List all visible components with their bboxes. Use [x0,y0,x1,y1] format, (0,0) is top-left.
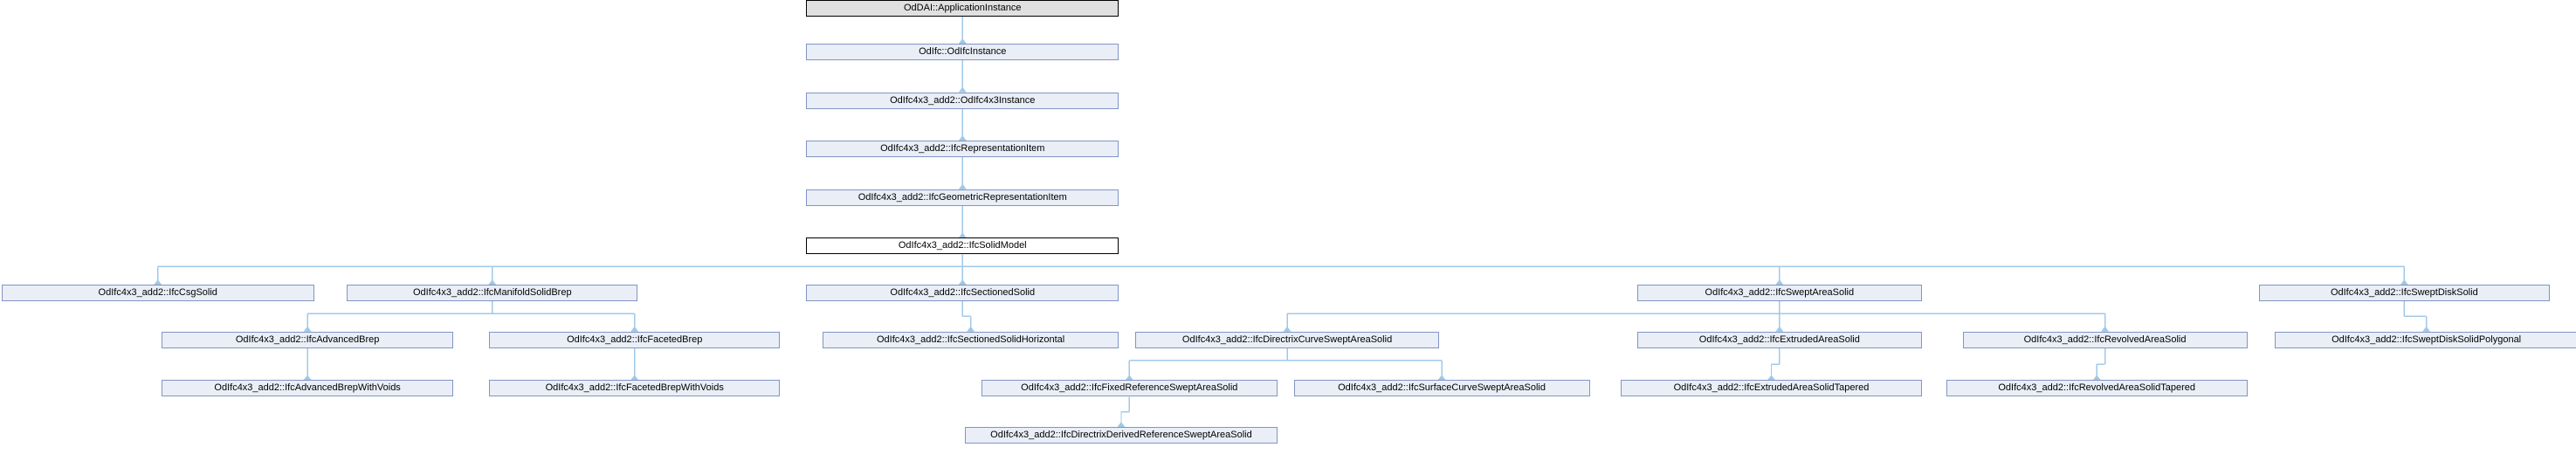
class-node-OdIfcInstance[interactable]: OdIfc::OdIfcInstance [806,44,1119,61]
class-node-IfcFacetedBrepWithVoids[interactable]: OdIfc4x3_add2::IfcFacetedBrepWithVoids [489,380,781,397]
class-node-IfcSolidModel[interactable]: OdIfc4x3_add2::IfcSolidModel [806,237,1119,255]
class-node-IfcManifoldSolidBrep[interactable]: OdIfc4x3_add2::IfcManifoldSolidBrep [347,285,638,302]
class-node-IfcExtrudedAreaSolid[interactable]: OdIfc4x3_add2::IfcExtrudedAreaSolid [1636,331,1922,348]
class-node-IfcSweptDiskSolidPolygonal[interactable]: OdIfc4x3_add2::IfcSweptDiskSolidPolygona… [2275,331,2576,348]
class-node-ApplicationInstance[interactable]: OdDAI::ApplicationInstance [806,0,1119,17]
class-node-IfcAdvancedBrep[interactable]: OdIfc4x3_add2::IfcAdvancedBrep [162,331,453,348]
class-node-IfcSectionedSolidHorizontal[interactable]: OdIfc4x3_add2::IfcSectionedSolidHorizont… [823,331,1119,348]
class-node-IfcFacetedBrep[interactable]: OdIfc4x3_add2::IfcFacetedBrep [489,331,781,348]
class-node-IfcSweptDiskSolid[interactable]: OdIfc4x3_add2::IfcSweptDiskSolid [2258,285,2551,302]
class-node-IfcSectionedSolid[interactable]: OdIfc4x3_add2::IfcSectionedSolid [806,285,1119,302]
class-node-IfcRevolvedAreaSolidTapered[interactable]: OdIfc4x3_add2::IfcRevolvedAreaSolidTaper… [1946,380,2248,397]
class-node-IfcCsgSolid[interactable]: OdIfc4x3_add2::IfcCsgSolid [1,285,314,302]
class-node-IfcFixedReferenceSweptAreaSolid[interactable]: OdIfc4x3_add2::IfcFixedReferenceSweptAre… [981,380,1278,397]
class-node-IfcSurfaceCurveSweptAreaSolid[interactable]: OdIfc4x3_add2::IfcSurfaceCurveSweptAreaS… [1293,380,1590,397]
class-node-IfcDirectrixDerivedReferenceSweptAreaSolid[interactable]: OdIfc4x3_add2::IfcDirectrixDerivedRefere… [965,427,1278,444]
class-node-IfcRevolvedAreaSolid[interactable]: OdIfc4x3_add2::IfcRevolvedAreaSolid [1962,331,2248,348]
class-node-OdIfc4x3Instance[interactable]: OdIfc4x3_add2::OdIfc4x3Instance [806,92,1119,109]
class-node-IfcDirectrixCurveSweptAreaSolid[interactable]: OdIfc4x3_add2::IfcDirectrixCurveSweptAre… [1134,331,1440,348]
class-node-IfcExtrudedAreaSolidTapered[interactable]: OdIfc4x3_add2::IfcExtrudedAreaSolidTaper… [1621,380,1922,397]
class-node-IfcSweptAreaSolid[interactable]: OdIfc4x3_add2::IfcSweptAreaSolid [1636,285,1922,302]
class-node-IfcRepresentationItem[interactable]: OdIfc4x3_add2::IfcRepresentationItem [806,141,1119,158]
class-node-IfcAdvancedBrepWithVoids[interactable]: OdIfc4x3_add2::IfcAdvancedBrepWithVoids [162,380,453,397]
class-node-IfcGeometricRepresentationItem[interactable]: OdIfc4x3_add2::IfcGeometricRepresentatio… [806,189,1119,206]
